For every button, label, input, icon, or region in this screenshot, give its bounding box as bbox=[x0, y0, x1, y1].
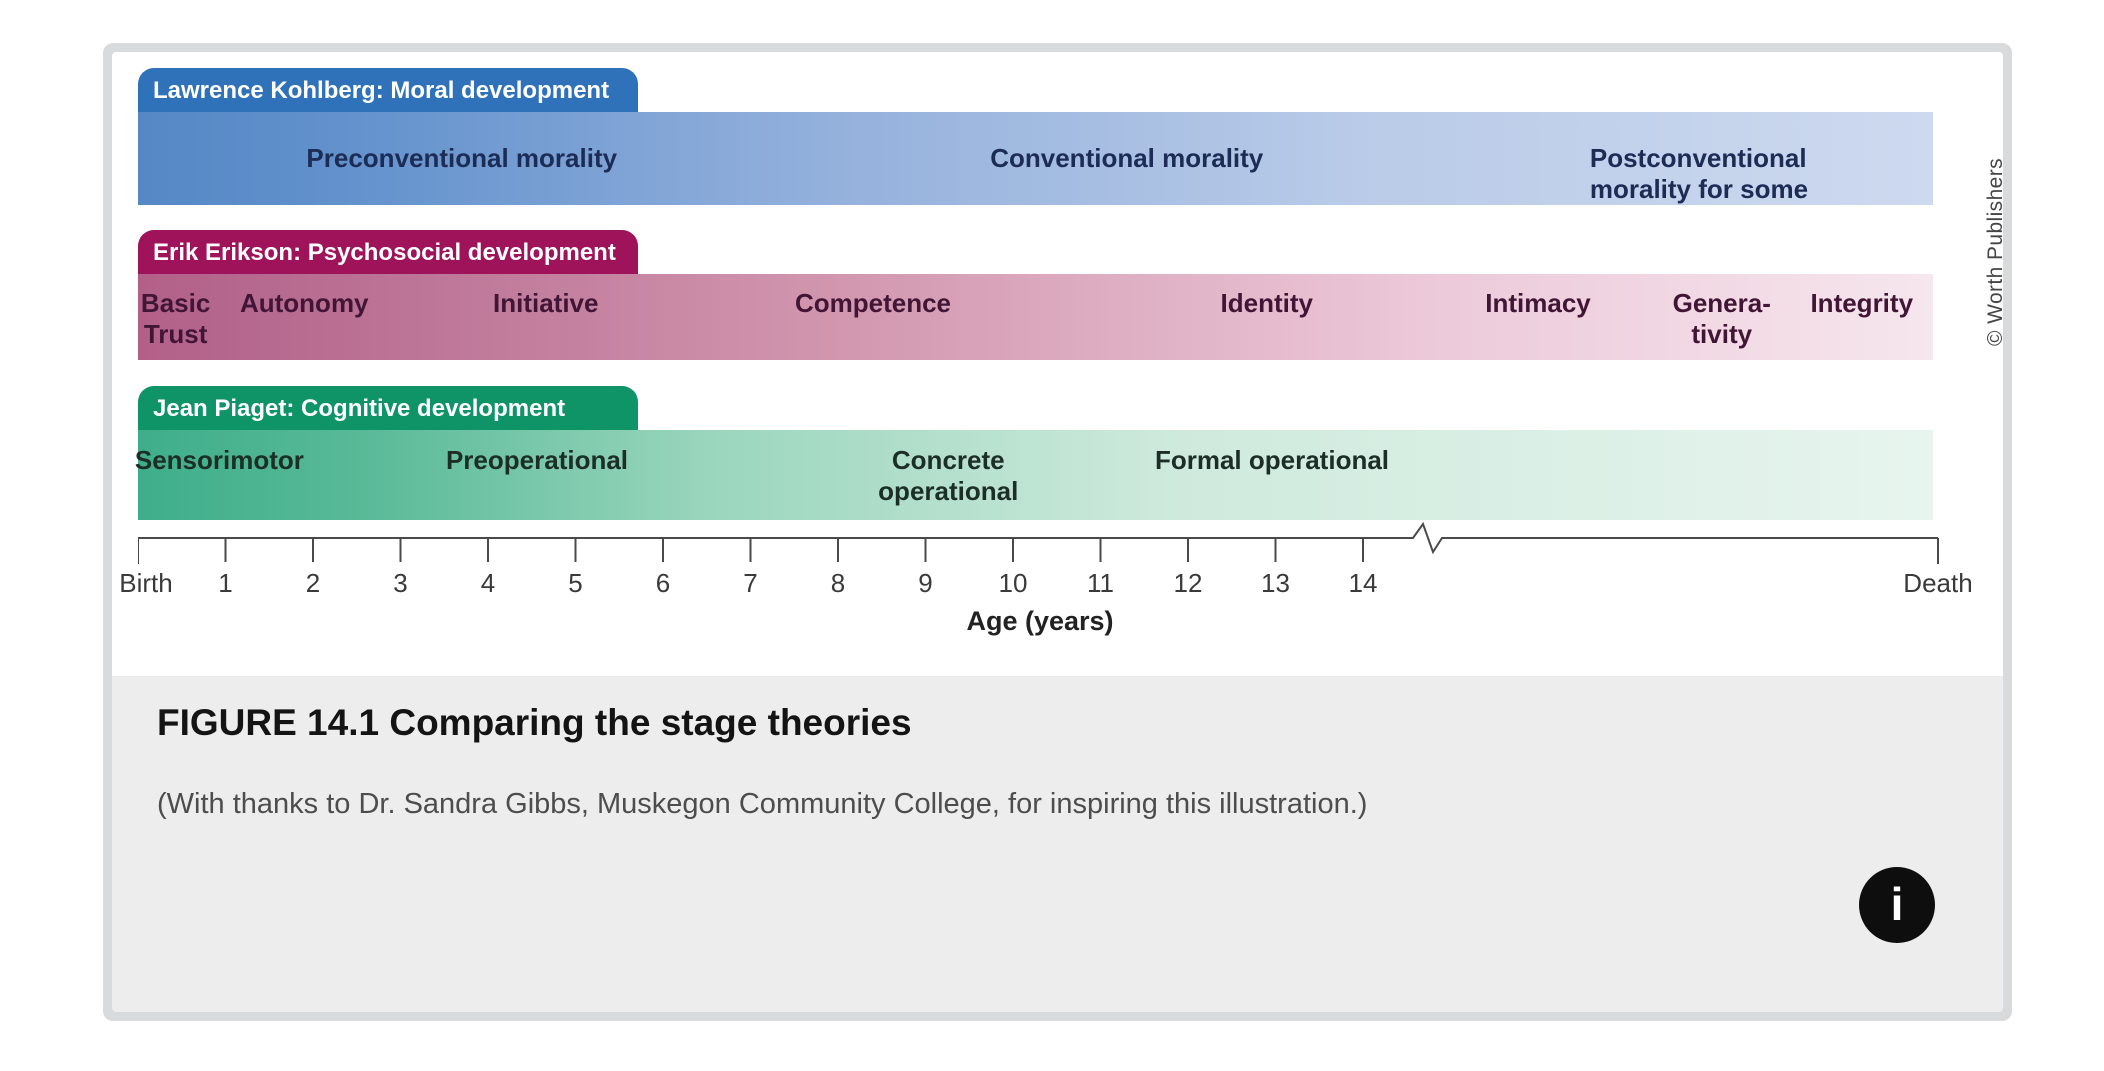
axis-year-label-14: 14 bbox=[1348, 568, 1378, 598]
axis-year-label-4: 4 bbox=[480, 568, 496, 598]
copyright-text: © Worth Publishers bbox=[1984, 157, 2007, 346]
stage-label-erikson-3: Initiative bbox=[493, 288, 599, 318]
theory-tab-piaget: Jean Piaget: Cognitive development bbox=[138, 386, 638, 430]
axis-year-label-13: 13 bbox=[1261, 568, 1290, 598]
axis-year-label-2: 2 bbox=[305, 568, 321, 598]
axis-year-label-7: 7 bbox=[743, 568, 758, 598]
info-button[interactable]: i bbox=[1859, 867, 1935, 943]
axis-year-label-6: 6 bbox=[655, 568, 671, 598]
axis-death-label: Death bbox=[1903, 568, 1973, 598]
stage-label-kohlberg-2: Conventional morality bbox=[990, 143, 1264, 173]
caption-area: FIGURE 14.1 Comparing the stage theories… bbox=[112, 676, 2003, 1012]
stage-label-kohlberg-1: Preconventional morality bbox=[306, 143, 618, 173]
stage-label-piaget-3: Concrete operational bbox=[878, 445, 1019, 506]
stage-label-kohlberg-3: Postconventional morality for some bbox=[1589, 143, 1809, 204]
axis-year-label-11: 11 bbox=[1087, 568, 1114, 598]
stage-label-erikson-7: Genera- tivity bbox=[1672, 288, 1771, 349]
axis-year-label-12: 12 bbox=[1173, 568, 1203, 598]
axis-line-svg bbox=[138, 522, 1939, 564]
theory-bar-erikson: Basic Trust Autonomy Initiative Competence I… bbox=[138, 274, 1933, 360]
stage-label-erikson-1: Basic Trust bbox=[140, 288, 211, 349]
axis-title: Age (years) bbox=[966, 606, 1114, 636]
stage-label-piaget-2: Preoperational bbox=[445, 445, 629, 475]
stage-label-piaget-1: Sensorimotor bbox=[134, 445, 304, 475]
theory-tab-erikson: Erik Erikson: Psychosocial development bbox=[138, 230, 638, 274]
axis-year-label-9: 9 bbox=[918, 568, 933, 598]
axis-birth-label: Birth bbox=[119, 568, 173, 598]
axis-year-label-8: 8 bbox=[830, 568, 846, 598]
stage-label-erikson-2: Autonomy bbox=[239, 288, 369, 318]
axis-year-label-5: 5 bbox=[568, 568, 583, 598]
theory-tab-kohlberg: Lawrence Kohlberg: Moral development bbox=[138, 68, 638, 112]
axis-year-label-10: 10 bbox=[998, 568, 1028, 598]
axis-line-with-break bbox=[138, 522, 1939, 564]
axis-year-label-1: 1 bbox=[218, 568, 233, 598]
stage-label-piaget-4: Formal operational bbox=[1154, 445, 1390, 475]
theory-bar-piaget: Sensorimotor Preoperational Concrete opera… bbox=[134, 430, 1933, 520]
theory-bar-kohlberg: Preconventional morality Conventional mor… bbox=[138, 112, 1933, 205]
axis-year-label-3: 3 bbox=[393, 568, 408, 598]
stage-label-erikson-5: Identity bbox=[1220, 288, 1313, 318]
stage-label-erikson-8: Integrity bbox=[1810, 288, 1914, 318]
figure-caption-title: FIGURE 14.1 Comparing the stage theories bbox=[157, 702, 912, 743]
stage-label-erikson-4: Competence bbox=[794, 288, 952, 318]
figure-caption-credit: (With thanks to Dr. Sandra Gibbs, Muskeg… bbox=[157, 788, 1368, 820]
stage-label-erikson-6: Intimacy bbox=[1485, 288, 1591, 318]
